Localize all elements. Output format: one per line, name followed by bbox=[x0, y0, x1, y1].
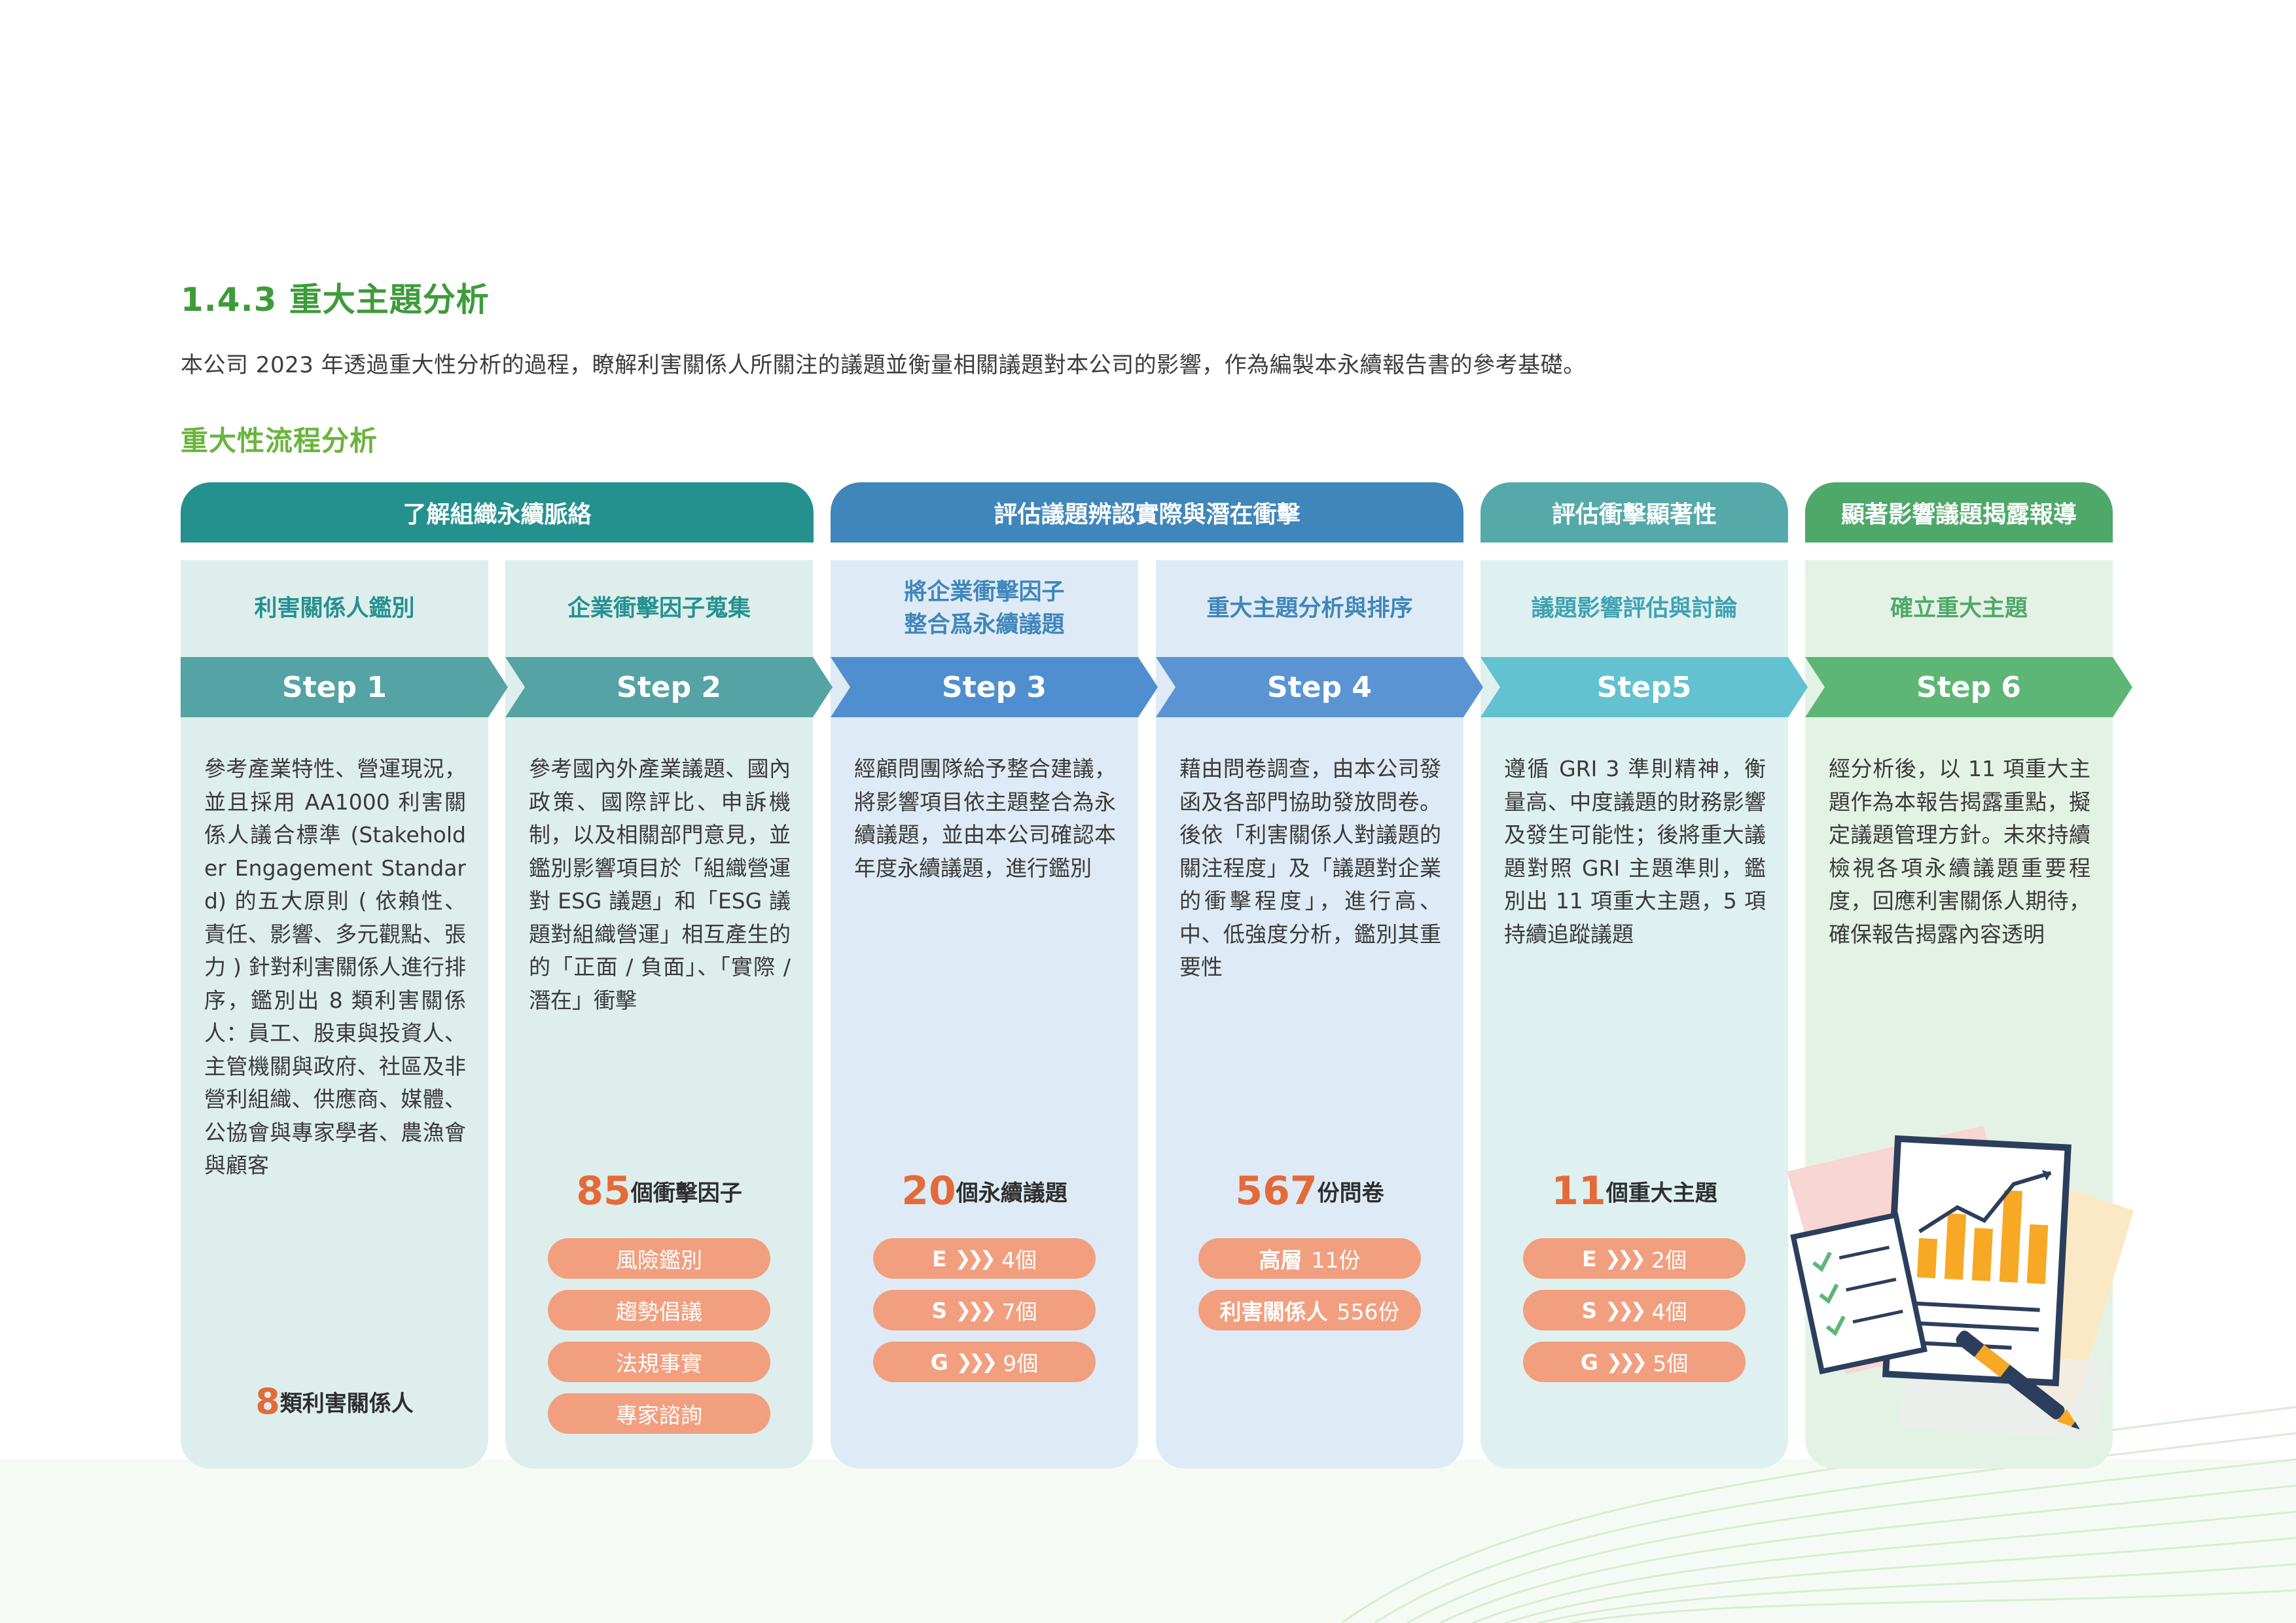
count-unit: 個衝擊因子 bbox=[630, 1180, 742, 1207]
pill-count: 556份 bbox=[1336, 1299, 1400, 1325]
pill-count: 2個 bbox=[1651, 1247, 1687, 1273]
pill-executives: 高層 11份 bbox=[1198, 1238, 1421, 1279]
pill-letter: E bbox=[1582, 1245, 1597, 1272]
chevron-triple-icon: ❯❯❯ bbox=[955, 1298, 996, 1322]
pill-count: 5個 bbox=[1653, 1351, 1689, 1376]
count-unit: 個重大主題 bbox=[1605, 1180, 1717, 1207]
pill-count: 4個 bbox=[1001, 1247, 1037, 1273]
pill-s-issues: S ❯❯❯7個 bbox=[873, 1290, 1096, 1330]
pill-e-topics: E ❯❯❯2個 bbox=[1523, 1238, 1746, 1279]
step-arrow-3: Step 3 bbox=[831, 657, 1158, 717]
step-desc-6: 經分析後，以 11 項重大主題作為本報告揭露重點，擬定議題管理方針。未來持續檢視… bbox=[1829, 756, 2090, 947]
step-label-2: Step 2 bbox=[617, 670, 721, 704]
pill-expert-consultation: 專家諮詢 bbox=[548, 1393, 770, 1434]
pill-letter: S bbox=[1581, 1297, 1598, 1323]
step-label-5: Step5 bbox=[1596, 670, 1692, 704]
count-number: 11 bbox=[1551, 1168, 1606, 1214]
step-arrow-4: Step 4 bbox=[1156, 657, 1483, 717]
pill-count: 4個 bbox=[1651, 1299, 1687, 1325]
phase-header-3: 評估衝擊顯著性 bbox=[1480, 482, 1788, 543]
chevron-triple-icon: ❯❯❯ bbox=[954, 1247, 996, 1270]
count-number: 85 bbox=[576, 1168, 631, 1214]
chevron-triple-icon: ❯❯❯ bbox=[956, 1350, 997, 1374]
count-unit: 類利害關係人 bbox=[279, 1391, 414, 1417]
step-head-2: 企業衝擊因子蒐集 bbox=[567, 596, 751, 622]
step-desc-5: 遵循 GRI 3 準則精神，衡量高、中度議題的財務影響及發生可能性；後將重大議題… bbox=[1504, 756, 1766, 947]
pill-g-issues: G ❯❯❯9個 bbox=[873, 1342, 1096, 1382]
pill-risk-identification: 風險鑑別 bbox=[548, 1238, 770, 1279]
phase-header-1: 了解組織永續脈絡 bbox=[181, 482, 814, 543]
pill-count: 9個 bbox=[1003, 1351, 1039, 1376]
intro-text: 本公司 2023 年透過重大性分析的過程，瞭解利害關係人所關注的議題並衡量相關議… bbox=[181, 352, 1586, 378]
step-arrow-1: Step 1 bbox=[181, 657, 508, 717]
count-step-1: 8類利害關係人 bbox=[181, 1381, 488, 1422]
pill-count: 7個 bbox=[1001, 1299, 1037, 1325]
chevron-triple-icon: ❯❯❯ bbox=[1605, 1298, 1646, 1322]
report-chart-illustration bbox=[1787, 1126, 2134, 1440]
pill-regulation-facts: 法規事實 bbox=[548, 1342, 770, 1382]
step-head-4: 重大主題分析與排序 bbox=[1206, 596, 1413, 622]
pill-g-topics: G ❯❯❯5個 bbox=[1523, 1342, 1746, 1382]
count-step-3: 20個永續議題 bbox=[831, 1168, 1138, 1214]
pill-letter: E bbox=[932, 1245, 947, 1272]
pill-letter: G bbox=[1580, 1349, 1598, 1375]
pill-label: 高層 bbox=[1259, 1247, 1302, 1273]
count-unit: 個永續議題 bbox=[956, 1180, 1067, 1207]
count-step-5: 11個重大主題 bbox=[1480, 1168, 1788, 1214]
pill-s-topics: S ❯❯❯4個 bbox=[1523, 1290, 1746, 1330]
step-head-1: 利害關係人鑑別 bbox=[254, 596, 415, 622]
process-subtitle: 重大性流程分析 bbox=[181, 425, 378, 457]
pill-label: 利害關係人 bbox=[1219, 1299, 1328, 1325]
step-head-6: 確立重大主題 bbox=[1890, 596, 2028, 622]
step-desc-1: 參考產業特性、營運現況，並且採用 AA1000 利害關係人議合標準 (Stake… bbox=[204, 756, 466, 1178]
step-arrow-5: Step5 bbox=[1480, 657, 1808, 717]
count-step-2: 85個衝擊因子 bbox=[505, 1168, 813, 1214]
step-arrow-2: Step 2 bbox=[505, 657, 833, 717]
count-number: 567 bbox=[1235, 1168, 1318, 1214]
count-number: 8 bbox=[255, 1381, 280, 1422]
step-desc-4: 藉由問卷調查，由本公司發函及各部門協助發放問卷。後依「利害關係人對議題的關注程度… bbox=[1179, 756, 1441, 980]
step-head-3: 將企業衝擊因子 整合爲永續議題 bbox=[904, 579, 1065, 638]
step-label-4: Step 4 bbox=[1267, 670, 1372, 704]
count-number: 20 bbox=[901, 1168, 956, 1214]
phase-header-4: 顯著影響議題揭露報導 bbox=[1805, 482, 2113, 543]
pill-trend-advocacy: 趨勢倡議 bbox=[548, 1290, 770, 1330]
step-label-3: Step 3 bbox=[942, 670, 1047, 704]
pill-count: 11份 bbox=[1311, 1247, 1361, 1273]
step-desc-2: 參考國內外產業議題、國內政策、國際評比、申訴機制，以及相關部門意見，並鑑別影響項… bbox=[529, 756, 791, 1013]
step-arrow-6: Step 6 bbox=[1805, 657, 2132, 717]
step-label-1: Step 1 bbox=[282, 670, 387, 704]
step-head-5: 議題影響評估與討論 bbox=[1531, 596, 1738, 622]
count-step-4: 567份問卷 bbox=[1156, 1168, 1463, 1214]
section-title: 1.4.3 重大主題分析 bbox=[181, 281, 490, 319]
pill-letter: S bbox=[931, 1297, 948, 1323]
step-label-6: Step 6 bbox=[1916, 670, 2021, 704]
phase-header-2: 評估議題辨認實際與潛在衝擊 bbox=[831, 482, 1463, 543]
count-unit: 份問卷 bbox=[1317, 1180, 1384, 1207]
pill-letter: G bbox=[930, 1349, 948, 1375]
step-desc-3: 經顧問團隊給予整合建議，將影響項目依主題整合為永續議題，並由本公司確認本年度永續… bbox=[854, 756, 1116, 881]
chevron-triple-icon: ❯❯❯ bbox=[1604, 1247, 1646, 1270]
chevron-triple-icon: ❯❯❯ bbox=[1605, 1350, 1647, 1374]
pill-stakeholders: 利害關係人 556份 bbox=[1198, 1290, 1421, 1330]
pill-e-issues: E ❯❯❯4個 bbox=[873, 1238, 1096, 1279]
